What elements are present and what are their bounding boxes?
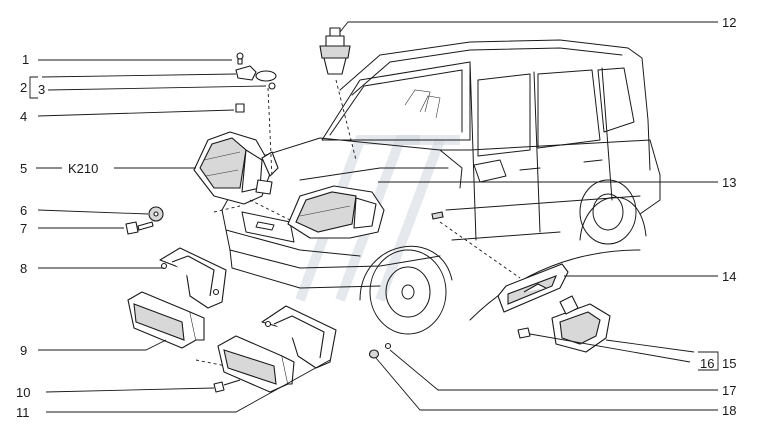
callout-11: 11	[16, 405, 30, 420]
callout-13: 13	[722, 175, 736, 190]
vehicle-outline	[221, 39, 661, 335]
callout-15: 15	[722, 356, 736, 371]
callout-9: 9	[20, 343, 27, 358]
callout-6: 6	[20, 203, 27, 218]
callout-17: 17	[722, 383, 736, 398]
callout-12: 12	[722, 15, 736, 30]
fog-lamp-right	[217, 335, 295, 393]
callout-5: 5	[20, 161, 27, 176]
callout-7: 7	[20, 221, 27, 236]
leader-lines	[29, 21, 719, 413]
fog-lamp-bracket-upper	[159, 247, 227, 309]
callout-10: 10	[16, 385, 30, 400]
headlamp-on-vehicle	[287, 185, 385, 239]
assembly-guides	[131, 79, 521, 367]
side-repeater-lamp	[517, 295, 611, 353]
fog-lamp-bracket-lower	[261, 305, 337, 369]
washer-and-bolt	[125, 206, 164, 235]
callout-labels: 1 2 3 4 5 K210 6 7 8 9 10 11 12 13 14 16…	[16, 15, 736, 420]
callout-16: 16	[700, 356, 714, 371]
bulb-parts	[235, 52, 277, 113]
fog-lamp-left	[127, 291, 205, 349]
callout-8: 8	[20, 261, 27, 276]
socket-part-12	[319, 27, 351, 75]
callout-5-code: K210	[68, 161, 98, 176]
callout-3: 3	[38, 82, 45, 97]
small-fasteners	[368, 342, 392, 359]
callout-2: 2	[20, 80, 27, 95]
callout-18: 18	[722, 403, 736, 418]
callout-4: 4	[20, 109, 27, 124]
screw-10	[213, 379, 241, 393]
callout-14: 14	[722, 269, 736, 284]
headlamp-unit	[193, 131, 279, 205]
side-repeater-housing	[497, 263, 569, 313]
callout-1: 1	[22, 52, 29, 67]
